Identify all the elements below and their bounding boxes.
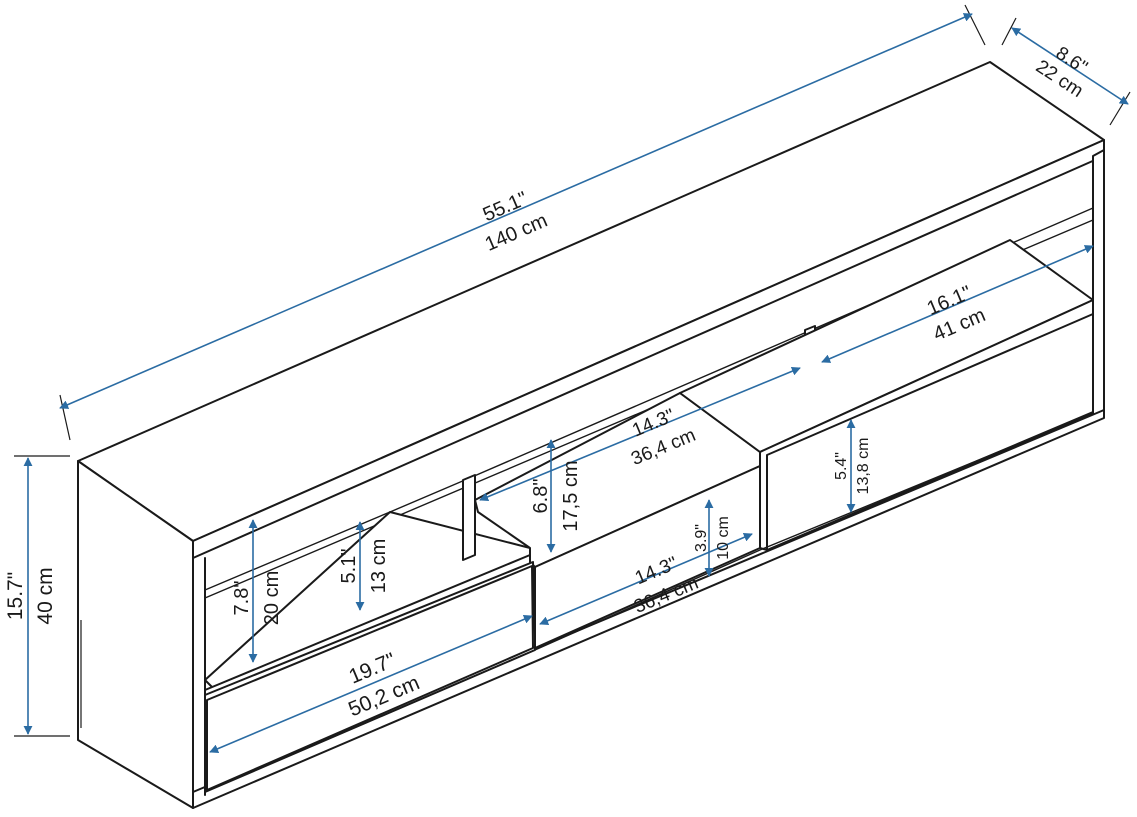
middle-lower-height-inch-label: 3.9" [693, 524, 710, 552]
height-inch-label: 15.7" [4, 572, 27, 620]
middle-upper-width-line [479, 366, 801, 502]
middle-lower-height-metric-label: 10 cm [715, 516, 732, 560]
right-drawer-height-metric-label: 13,8 cm [855, 438, 872, 495]
depth-dimension-line [1011, 27, 1129, 105]
right-side-edge [1092, 149, 1105, 417]
cabinet-outline [77, 61, 1105, 809]
left-niche-height-inch-label: 7.8" [231, 581, 253, 616]
left-divider [462, 474, 476, 561]
left-drawer-width-line [209, 615, 533, 753]
width-dimension-line [59, 13, 973, 409]
middle-upper-height-inch-label: 6.8" [530, 479, 552, 514]
left-niche-height-metric-label: 20 cm [261, 571, 283, 625]
right-drawer-height-inch-label: 5.4" [833, 452, 850, 480]
right-niche-width-line [821, 245, 1094, 363]
middle-upper-height-metric-label: 17,5 cm [560, 460, 582, 531]
height-metric-label: 40 cm [34, 567, 57, 624]
middle-lower-width-line [539, 533, 753, 625]
left-inner-height-inch-label: 5.1" [338, 549, 360, 584]
left-inner-height-metric-label: 13 cm [368, 539, 390, 593]
dimension-lines [23, 13, 1129, 753]
